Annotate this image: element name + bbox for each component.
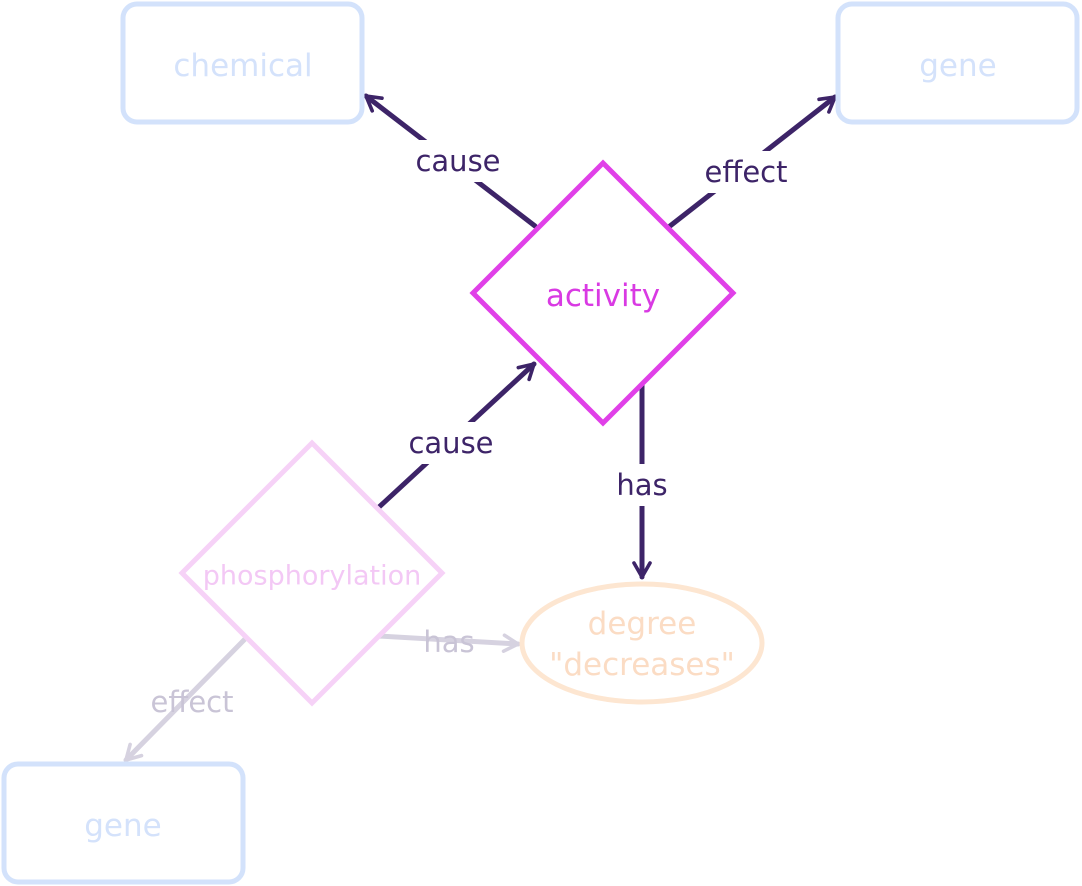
node-chemical-label: chemical: [173, 48, 312, 84]
edge-label-background: [698, 151, 794, 193]
node-activity: activity: [469, 159, 737, 427]
edge-label-effect-faded: effect: [151, 685, 234, 719]
edge-label-has-faded: has: [423, 625, 474, 659]
node-gene-top: gene: [835, 1, 1080, 125]
node-chemical-box: [120, 1, 365, 125]
node-activity-diamond: [469, 159, 737, 427]
node-degree-ellipse: [519, 581, 765, 705]
edge-line: [123, 635, 249, 763]
node-phosphorylation: phosphorylation: [178, 439, 446, 707]
node-phosphorylation-label: phosphorylation: [203, 561, 421, 592]
edge-label-cause-chemical: cause: [415, 144, 500, 178]
node-degree: degree "decreases": [519, 581, 765, 705]
node-gene-bottom: gene: [1, 761, 246, 885]
edge-phosphorylation-to-degree: [375, 633, 521, 653]
node-gene-top-label: gene: [919, 48, 996, 84]
node-gene-bottom-label: gene: [84, 808, 161, 844]
edge-label-background: [410, 140, 506, 182]
node-degree-label-line2: "decreases": [549, 647, 735, 683]
edge-label-effect-gene: effect: [705, 155, 788, 189]
node-gene-bottom-box: [1, 761, 246, 885]
edge-line: [375, 633, 521, 653]
edge-label-background: [612, 464, 672, 506]
node-activity-label: activity: [546, 278, 660, 314]
node-phosphorylation-diamond: [178, 439, 446, 707]
edge-label-background: [403, 422, 499, 464]
node-degree-label-line1: degree: [588, 606, 697, 642]
node-chemical: chemical: [120, 1, 365, 125]
edge-label-cause-activity: cause: [408, 426, 493, 460]
node-gene-top-box: [835, 1, 1080, 125]
edge-label-has-degree: has: [616, 468, 667, 502]
edge-phosphorylation-to-gene: [123, 635, 249, 763]
